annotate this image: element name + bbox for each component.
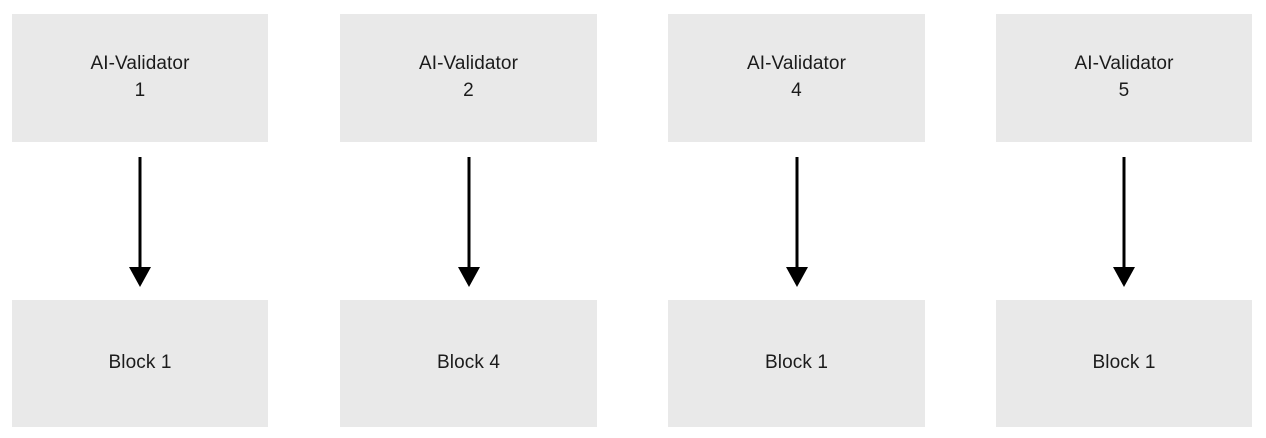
validator-node-1[interactable]: AI-Validator 1 bbox=[12, 14, 268, 142]
validator-node-1-label: AI-Validator 1 bbox=[90, 53, 190, 101]
block-node-2[interactable]: Block 4 bbox=[340, 300, 597, 427]
block-node-1-label: Block 1 bbox=[108, 352, 172, 374]
diagram-column-4: AI-Validator 5 Block 1 bbox=[996, 0, 1252, 438]
diagram-column-3: AI-Validator 4 Block 1 bbox=[668, 0, 925, 438]
block-node-2-label: Block 4 bbox=[436, 352, 500, 374]
block-node-1[interactable]: Block 1 bbox=[12, 300, 268, 427]
arrow-down-icon-1 bbox=[120, 155, 160, 291]
arrow-down-icon-3 bbox=[777, 155, 817, 291]
arrow-down-icon-4 bbox=[1104, 155, 1144, 291]
arrow-down-icon-2 bbox=[449, 155, 489, 291]
validator-node-4-label: AI-Validator 5 bbox=[1074, 53, 1174, 101]
validator-node-3[interactable]: AI-Validator 4 bbox=[668, 14, 925, 142]
validator-node-3-label: AI-Validator 4 bbox=[746, 53, 847, 101]
validator-node-4[interactable]: AI-Validator 5 bbox=[996, 14, 1252, 142]
block-node-3[interactable]: Block 1 bbox=[668, 300, 925, 427]
validator-node-2-label: AI-Validator 2 bbox=[418, 53, 519, 101]
block-node-4-label: Block 1 bbox=[1092, 352, 1156, 374]
diagram-column-2: AI-Validator 2 Block 4 bbox=[340, 0, 597, 438]
block-node-3-label: Block 1 bbox=[764, 352, 828, 374]
validator-node-2[interactable]: AI-Validator 2 bbox=[340, 14, 597, 142]
diagram-column-1: AI-Validator 1 Block 1 bbox=[12, 0, 268, 438]
block-node-4[interactable]: Block 1 bbox=[996, 300, 1252, 427]
